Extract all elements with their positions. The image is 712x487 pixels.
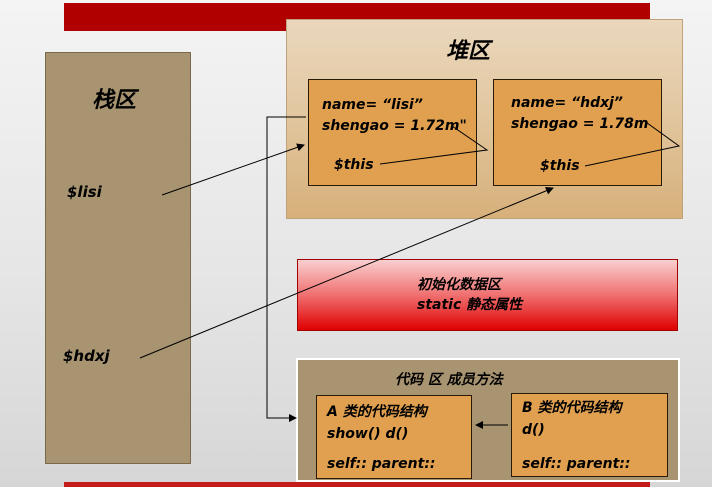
stack-title: 栈区 xyxy=(92,88,137,113)
class-b-code-box xyxy=(511,393,668,477)
class-a-line3: self:: parent:: xyxy=(327,456,436,472)
class-a-line1: A 类的代码结构 xyxy=(327,404,427,420)
stack-var-lisi: $lisi xyxy=(67,183,102,201)
class-a-code-box xyxy=(316,395,472,479)
class-b-line1: B 类的代码结构 xyxy=(522,400,622,416)
object-hdxj-this: $this xyxy=(540,158,580,174)
object-lisi-height: shengao = 1.72m" xyxy=(322,118,467,134)
class-b-line3: self:: parent:: xyxy=(522,456,631,472)
object-hdxj-name: name= “hdxj” xyxy=(511,95,623,111)
object-lisi-this: $this xyxy=(334,157,374,173)
init-area-line1: 初始化数据区 xyxy=(417,277,501,293)
object-lisi-name: name= “lisi” xyxy=(322,97,423,113)
class-b-line2: d() xyxy=(522,422,545,438)
object-hdxj-height: shengao = 1.78m xyxy=(511,116,649,132)
init-data-area xyxy=(297,259,678,331)
class-a-line2: show() d() xyxy=(327,426,409,442)
bottom-banner-bar xyxy=(64,482,650,487)
stack-var-hdxj: $hdxj xyxy=(63,347,110,365)
init-area-line2: static 静态属性 xyxy=(417,297,523,313)
heap-title: 堆区 xyxy=(446,39,491,64)
code-area-title: 代码 区 成员方法 xyxy=(395,372,503,388)
